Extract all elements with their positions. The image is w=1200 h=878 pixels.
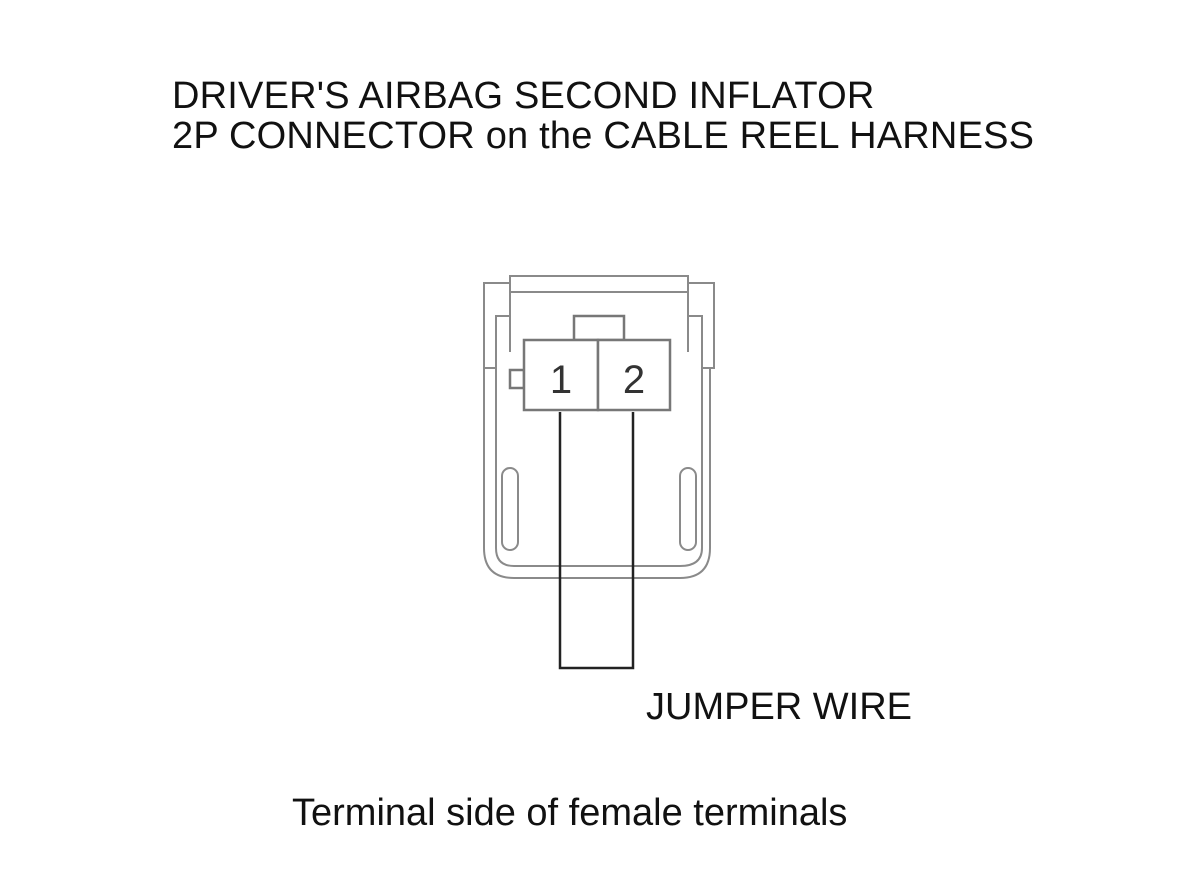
jumper-wire <box>558 412 635 670</box>
side-nub <box>508 368 526 390</box>
title-line-2: 2P CONNECTOR on the CABLE REEL HARNESS <box>172 115 1035 157</box>
right-slot <box>679 467 697 551</box>
diagram-caption: Terminal side of female terminals <box>292 792 848 834</box>
title-line-1: DRIVER'S AIRBAG SECOND INFLATOR <box>172 75 875 117</box>
diagram-title: DRIVER'S AIRBAG SECOND INFLATOR 2P CONNE… <box>172 76 1034 156</box>
left-slot <box>501 467 519 551</box>
terminal-cavity-2 <box>596 338 672 412</box>
pin-label-2: 2 <box>623 358 645 402</box>
connector-housing <box>483 275 715 579</box>
terminal-block: 1 2 <box>508 314 672 412</box>
jumper-wire-label: JUMPER WIRE <box>646 686 912 728</box>
key-tab <box>572 314 626 342</box>
right-latch <box>687 283 714 369</box>
inner-recess <box>495 368 703 567</box>
left-latch <box>484 283 511 369</box>
housing-outline <box>483 275 715 579</box>
terminal-cavity-1 <box>522 338 600 412</box>
pin-label-1: 1 <box>550 358 572 402</box>
